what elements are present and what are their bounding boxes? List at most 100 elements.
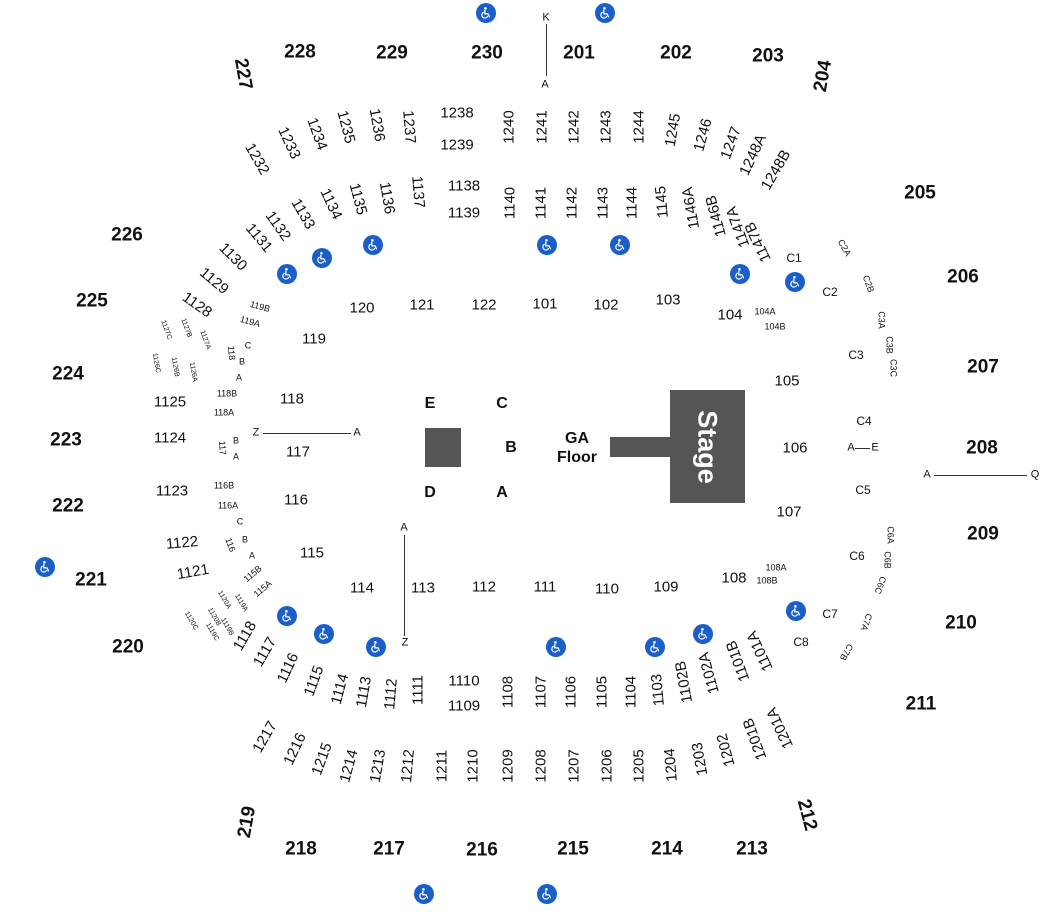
section-c-sub-c6c[interactable]: C6C bbox=[872, 574, 889, 596]
section-1200-1240[interactable]: 1240 bbox=[500, 110, 518, 144]
section-1100-1108[interactable]: 1108 bbox=[499, 675, 517, 709]
section-100-sub-104a[interactable]: 104A bbox=[754, 306, 776, 317]
section-100-109[interactable]: 109 bbox=[653, 578, 679, 596]
section-1100-1129[interactable]: 1129 bbox=[196, 264, 232, 298]
section-1100-1106[interactable]: 1106 bbox=[562, 675, 580, 709]
section-1100-1141[interactable]: 1141 bbox=[532, 186, 550, 220]
section-1200-1237[interactable]: 1237 bbox=[399, 109, 419, 145]
section-1200-1210[interactable]: 1210 bbox=[464, 749, 482, 783]
section-1200-1215[interactable]: 1215 bbox=[308, 740, 336, 778]
section-100-122[interactable]: 122 bbox=[471, 296, 497, 314]
section-1200-1238[interactable]: 1238 bbox=[440, 104, 474, 122]
section-1200-1209[interactable]: 1209 bbox=[499, 749, 517, 783]
section-1100-1145[interactable]: 1145 bbox=[652, 185, 672, 219]
section-1200-1244[interactable]: 1244 bbox=[630, 110, 648, 144]
section-200-201[interactable]: 201 bbox=[563, 42, 595, 64]
section-1200-1243[interactable]: 1243 bbox=[597, 110, 615, 144]
section-1200-1203[interactable]: 1203 bbox=[688, 741, 712, 777]
section-c-c3[interactable]: C3 bbox=[848, 348, 864, 362]
section-100-113[interactable]: 113 bbox=[411, 579, 435, 597]
section-200-226[interactable]: 226 bbox=[111, 224, 143, 246]
section-1200-1212[interactable]: 1212 bbox=[398, 748, 418, 784]
section-1100-1138[interactable]: 1138 bbox=[447, 177, 481, 195]
section-200-211[interactable]: 211 bbox=[905, 693, 937, 715]
section-1200-1214[interactable]: 1214 bbox=[336, 747, 362, 785]
section-c-sub-c2b[interactable]: C2B bbox=[860, 273, 877, 294]
section-1200-1206[interactable]: 1206 bbox=[598, 749, 616, 783]
section-100-sub-108a[interactable]: 108A bbox=[765, 562, 787, 573]
section-100-sub-115b[interactable]: 115B bbox=[241, 563, 264, 584]
section-200-210[interactable]: 210 bbox=[945, 612, 977, 634]
section-1200-1211[interactable]: 1211 bbox=[433, 749, 451, 783]
section-1200-1241[interactable]: 1241 bbox=[533, 110, 551, 144]
section-100-114[interactable]: 114 bbox=[350, 579, 374, 597]
section-1100-sub-1120a[interactable]: 1120A bbox=[216, 589, 232, 611]
section-1100-1146a[interactable]: 1146A bbox=[678, 185, 704, 231]
section-200-206[interactable]: 206 bbox=[947, 266, 979, 288]
section-1100-1140[interactable]: 1140 bbox=[501, 186, 519, 220]
section-1100-1139[interactable]: 1139 bbox=[447, 204, 481, 222]
section-200-222[interactable]: 222 bbox=[52, 495, 84, 517]
section-100-120[interactable]: 120 bbox=[349, 299, 375, 317]
stage-block[interactable] bbox=[670, 390, 745, 503]
section-1200-1233[interactable]: 1233 bbox=[274, 124, 304, 162]
section-100-sub-116a[interactable]: 116A bbox=[217, 500, 239, 511]
section-c-sub-c6a[interactable]: C6A bbox=[885, 526, 896, 544]
section-1100-1130[interactable]: 1130 bbox=[215, 239, 251, 275]
section-1200-1213[interactable]: 1213 bbox=[366, 748, 390, 784]
section-100-104[interactable]: 104 bbox=[717, 306, 743, 324]
section-c-sub-c3a[interactable]: C3A bbox=[876, 311, 887, 329]
section-1200-1235[interactable]: 1235 bbox=[333, 108, 359, 146]
section-c-c1[interactable]: C1 bbox=[786, 251, 802, 265]
section-200-208[interactable]: 208 bbox=[966, 437, 998, 459]
section-1200-1234[interactable]: 1234 bbox=[303, 115, 331, 153]
section-200-214[interactable]: 214 bbox=[651, 838, 683, 860]
section-1100-1136[interactable]: 1136 bbox=[375, 180, 399, 216]
section-1100-1103[interactable]: 1103 bbox=[648, 673, 668, 707]
section-100-105[interactable]: 105 bbox=[774, 372, 800, 390]
section-1100-1117[interactable]: 1117 bbox=[249, 634, 281, 670]
section-100-118[interactable]: 118 bbox=[280, 390, 304, 408]
section-1100-1102b[interactable]: 1102B bbox=[671, 659, 697, 705]
section-100-110[interactable]: 110 bbox=[595, 580, 619, 598]
section-200-221[interactable]: 221 bbox=[75, 569, 107, 591]
section-1200-1246[interactable]: 1246 bbox=[690, 116, 716, 154]
section-1100-1122[interactable]: 1122 bbox=[165, 533, 199, 553]
section-c-sub-c3b[interactable]: C3B bbox=[884, 336, 895, 354]
section-100-115[interactable]: 115 bbox=[300, 544, 324, 562]
section-100-116[interactable]: 116 bbox=[284, 491, 308, 509]
section-100-101[interactable]: 101 bbox=[532, 295, 558, 313]
section-100-121[interactable]: 121 bbox=[409, 296, 435, 314]
section-1100-1115[interactable]: 1115 bbox=[300, 663, 328, 699]
section-200-202[interactable]: 202 bbox=[660, 42, 692, 64]
section-100-sub-115a[interactable]: 115A bbox=[251, 578, 274, 599]
section-100-119[interactable]: 119 bbox=[302, 330, 326, 348]
section-200-213[interactable]: 213 bbox=[736, 838, 768, 860]
section-1100-sub-1127b[interactable]: 1127B bbox=[179, 317, 193, 339]
section-c-sub-c7b[interactable]: C7B bbox=[837, 642, 856, 663]
section-200-227[interactable]: 227 bbox=[229, 56, 257, 92]
section-c-sub-c6b[interactable]: C6B bbox=[882, 551, 893, 569]
section-1100-sub-1126c[interactable]: 1126C bbox=[150, 352, 162, 374]
section-1100-sub-1127a[interactable]: 1127A bbox=[198, 329, 212, 351]
section-1200-1201a[interactable]: 1201A bbox=[763, 704, 797, 752]
section-200-224[interactable]: 224 bbox=[52, 363, 84, 385]
section-1100-sub-1127c[interactable]: 1127C bbox=[159, 319, 173, 341]
section-1200-1232[interactable]: 1232 bbox=[241, 140, 273, 178]
section-200-204[interactable]: 204 bbox=[809, 58, 837, 94]
section-200-216[interactable]: 216 bbox=[466, 839, 498, 861]
section-1100-1144[interactable]: 1144 bbox=[623, 186, 641, 220]
section-c-c5[interactable]: C5 bbox=[855, 483, 871, 497]
section-1200-1217[interactable]: 1217 bbox=[249, 718, 281, 756]
section-100-sub-119b[interactable]: 119B bbox=[249, 299, 272, 314]
section-100-107[interactable]: 107 bbox=[776, 503, 802, 521]
section-1100-1118[interactable]: 1118 bbox=[229, 618, 261, 654]
section-1200-1242[interactable]: 1242 bbox=[565, 110, 583, 144]
section-100-sub-116b[interactable]: 116B bbox=[213, 480, 235, 491]
section-1100-1105[interactable]: 1105 bbox=[593, 675, 611, 709]
section-1100-1113[interactable]: 1113 bbox=[352, 675, 376, 709]
section-1200-1216[interactable]: 1216 bbox=[280, 730, 310, 768]
section-100-112[interactable]: 112 bbox=[472, 578, 496, 596]
section-1100-1121[interactable]: 1121 bbox=[175, 560, 211, 584]
section-1200-1204[interactable]: 1204 bbox=[661, 747, 681, 783]
